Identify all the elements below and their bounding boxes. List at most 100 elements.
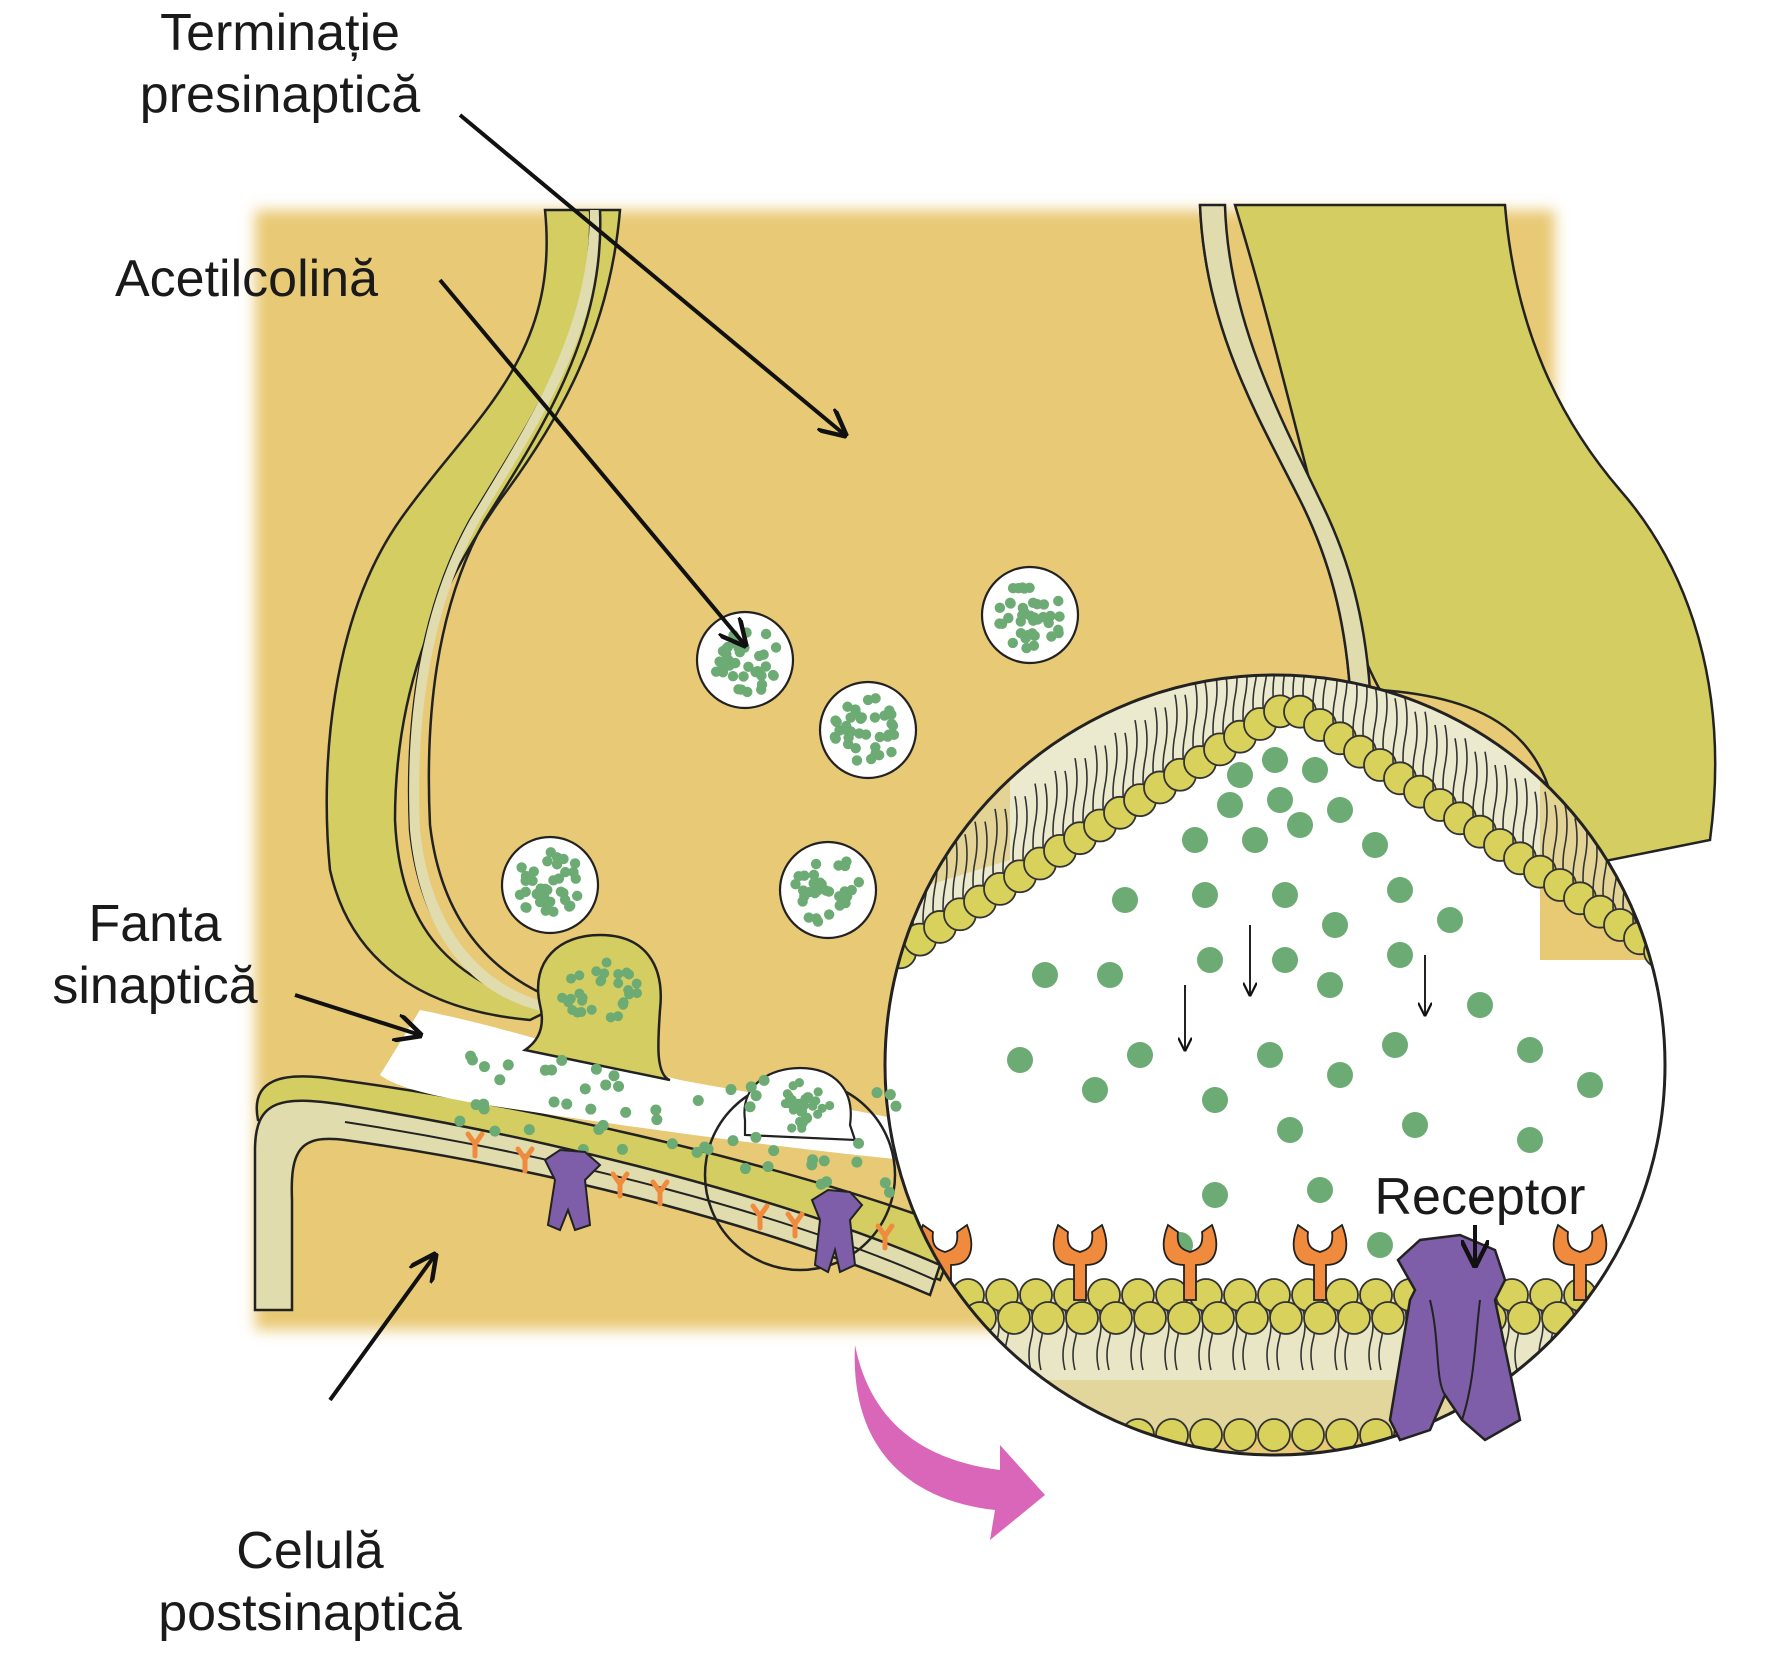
receptor-protein-icon: [1674, 1225, 1727, 1300]
acetylcholine-molecule-icon: [738, 671, 749, 682]
acetylcholine-molecule-icon: [758, 1074, 770, 1086]
acetylcholine-molecule-icon: [886, 718, 897, 730]
acetylcholine-molecule-icon: [454, 1115, 466, 1127]
acetylcholine-molecule-icon: [727, 670, 739, 682]
acetylcholine-molecule-icon: [586, 1004, 597, 1015]
acetylcholine-molecule-icon: [1027, 597, 1039, 609]
label-arrows: [294, 113, 1475, 1402]
acetylcholine-molecule-icon: [793, 870, 804, 882]
acetylcholine-molecule-icon: [571, 890, 583, 902]
acetylcholine-molecule-icon: [725, 1084, 737, 1096]
receptor-protein-icon: [465, 1131, 485, 1159]
acetylcholine-molecule-icon: [563, 997, 574, 1008]
acetylcholine-molecule-icon: [839, 860, 851, 872]
acetylcholine-molecule-icon: [1017, 602, 1029, 614]
acetylcholine-molecule-icon: [1046, 631, 1057, 642]
acetylcholine-molecule-icon: [691, 1146, 703, 1158]
acetylcholine-molecule-icon: [842, 701, 853, 712]
acetylcholine-molecule-icon: [546, 1064, 558, 1076]
acetylcholine-molecule-icon: [561, 1098, 573, 1110]
label-presynaptic-line2: presinaptică: [139, 66, 421, 124]
acetylcholine-molecule-icon: [613, 1011, 624, 1022]
acetylcholine-molecule-icon: [478, 1103, 490, 1115]
acetylcholine-molecule-icon: [548, 906, 559, 917]
phospholipid-icon: [1597, 1278, 1643, 1452]
acetylcholine-molecule-icon: [465, 1050, 477, 1062]
acetylcholine-molecule-icon: [842, 738, 854, 750]
acetylcholine-molecule-icon: [579, 1083, 591, 1095]
label-postsynaptic-line1: Celulă: [236, 1522, 384, 1580]
acetylcholine-molecule-icon: [762, 1161, 774, 1173]
acetylcholine-molecule-icon: [574, 970, 585, 981]
acetylcholine-molecule-icon: [1517, 1037, 1543, 1063]
acetylcholine-molecule-icon: [853, 1137, 865, 1149]
label-postsynaptic-cell: Celulă postsinaptică: [140, 1520, 480, 1644]
acetylcholine-molecule-icon: [548, 1096, 560, 1108]
acetylcholine-molecule-icon: [760, 661, 772, 672]
acetylcholine-molecule-icon: [514, 889, 526, 900]
acetylcholine-molecule-icon: [856, 712, 868, 723]
acetylcholine-molecule-icon: [810, 858, 822, 870]
acetylcholine-molecule-icon: [520, 875, 531, 886]
acetylcholine-molecule-icon: [576, 1007, 587, 1018]
acetylcholine-molecule-icon: [850, 743, 861, 754]
acetylcholine-molecule-icon: [768, 1145, 780, 1157]
acetylcholine-molecule-icon: [590, 1063, 602, 1075]
postsynaptic-membrane: [253, 1099, 942, 1312]
acetylcholine-molecule-icon: [1082, 1077, 1108, 1103]
acetylcholine-molecule-icon: [750, 1131, 762, 1143]
acetylcholine-molecule-icon: [1327, 797, 1353, 823]
acetylcholine-molecule-icon: [784, 1097, 796, 1109]
acetylcholine-molecule-icon: [1387, 942, 1413, 968]
acetylcholine-molecule-icon: [1217, 792, 1243, 818]
acetylcholine-molecule-icon: [1004, 597, 1016, 609]
acetylcholine-molecule-icon: [623, 969, 634, 980]
acetylcholine-molecule-icon: [739, 1163, 751, 1175]
receptor-row: [917, 1223, 1727, 1301]
acetylcholine-molecule-icon: [811, 1096, 821, 1106]
acetylcholine-molecule-icon: [692, 1095, 704, 1107]
acetylcholine-molecule-icon: [1015, 616, 1026, 627]
acetylcholine-molecule-icon: [1517, 1127, 1543, 1153]
acetylcholine-molecule-icon: [597, 1119, 609, 1131]
acetylcholine-molecule-icon: [570, 873, 581, 884]
synaptic-vesicle-icon: [778, 840, 878, 940]
acetylcholine-molecule-icon: [1007, 637, 1019, 649]
acetylcholine-molecule-icon: [534, 896, 546, 908]
acetylcholine-molecule-icon: [1053, 595, 1064, 607]
acetylcholine-molecule-icon: [1053, 624, 1064, 636]
receptor-protein-icon: [515, 1146, 535, 1174]
acetylcholine-molecule-icon: [555, 886, 567, 897]
acetylcholine-molecule-icon: [624, 989, 635, 1000]
receptor-protein-icon: [1552, 1223, 1608, 1301]
acetylcholine-molecule-icon: [620, 1106, 632, 1118]
acetylcholine-molecule-icon: [825, 1100, 835, 1111]
acetylcholine-molecule-icon: [758, 649, 769, 660]
acetylcholine-molecule-icon: [795, 1105, 807, 1117]
acetylcholine-molecule-icon: [1577, 1072, 1603, 1098]
acetylcholine-molecule-icon: [1028, 640, 1040, 651]
acetylcholine-molecule-icon: [1202, 1087, 1228, 1113]
acetylcholine-molecule-icon: [1322, 912, 1348, 938]
acetylcholine-molecule-icon: [821, 1176, 833, 1188]
fusing-vesicle: [521, 933, 671, 1082]
membrane-left-band: [409, 210, 601, 1012]
acetylcholine-molecule-icon: [1302, 757, 1328, 783]
acetylcholine-molecule-icon: [996, 618, 1008, 629]
phospholipid-icon: [1359, 1278, 1405, 1452]
acetylcholine-molecule-icon: [718, 661, 729, 673]
acetylcholine-molecule-icon: [865, 753, 877, 765]
acetylcholine-molecule-icon: [744, 1101, 756, 1113]
acetylcholine-molecule-icon: [756, 679, 768, 690]
acetylcholine-molecule-icon: [862, 694, 874, 706]
acetylcholine-molecule-icon: [743, 661, 754, 673]
acetylcholine-molecule-icon: [1277, 1117, 1303, 1143]
phospholipid-icon: [1325, 1278, 1371, 1452]
acetylcholine-molecule-icon: [558, 853, 569, 865]
acetylcholine-molecule-icon: [1467, 992, 1493, 1018]
acetylcholine-molecule-icon: [548, 875, 559, 886]
zoom-arrow-icon: [854, 1345, 1045, 1540]
acetylcholine-molecule-icon: [666, 1138, 678, 1150]
acetylcholine-molecule-icon: [1127, 1042, 1153, 1068]
